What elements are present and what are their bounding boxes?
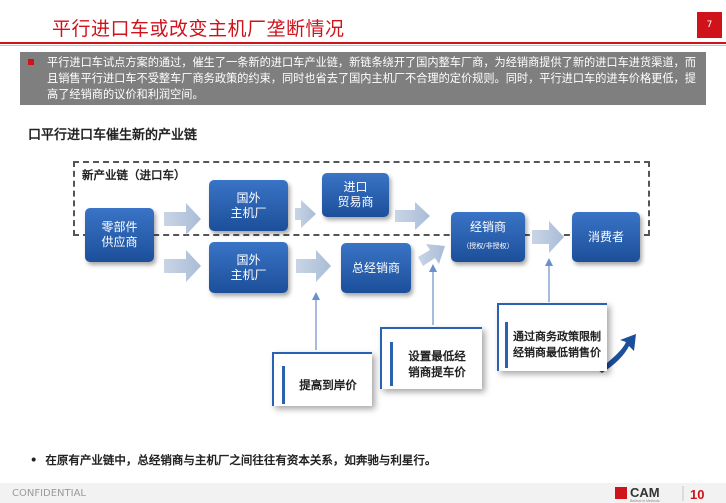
node-supplier-label: 零部件 供应商 xyxy=(101,220,138,249)
annotation-min-price-label: 设置最低经 销商提车价 xyxy=(408,349,466,379)
node-general-dealer: 总经销商 xyxy=(341,243,411,293)
logo-badge: 10 xyxy=(690,487,704,502)
node-supplier: 零部件 供应商 xyxy=(85,208,154,262)
node-dealer-sublabel: （授权/非授权） xyxy=(462,242,514,250)
square-bullet-icon xyxy=(28,59,34,65)
new-chain-label: 新产业链（进口车） xyxy=(82,168,186,182)
arrow-shape xyxy=(164,250,201,282)
arrow-shape xyxy=(312,292,320,300)
node-general-dealer-label: 总经销商 xyxy=(351,260,400,275)
node-foreign-oem-top-label: 国外 主机厂 xyxy=(230,190,267,220)
arrow-shape xyxy=(296,250,331,282)
arrow-shape xyxy=(395,202,430,230)
footnote: • 在原有产业链中，总经销商与主机厂之间往往有资本关系，如奔驰与利星行。 xyxy=(30,452,436,468)
summary-text: 平行进口车试点方案的通过，催生了一条新的进口车产业链，新链条绕开了国内整车厂商，… xyxy=(47,56,696,101)
confidential-label: CONFIDENTIAL xyxy=(12,488,87,499)
node-foreign-oem-top: 国外 主机厂 xyxy=(209,180,288,231)
annotation-port-price: 提高到岸价 xyxy=(282,366,371,404)
arrow-shape xyxy=(532,221,564,253)
annotation-min-sale-price-label: 通过商务政策限制 经销商最低销售价 xyxy=(513,330,601,359)
section-title: 口平行进口车催生新的产业链 xyxy=(28,128,198,143)
node-importer-label: 进口 贸易商 xyxy=(337,180,374,209)
page-number: 7 xyxy=(697,12,722,38)
node-foreign-oem-bottom-label: 国外 主机厂 xyxy=(230,252,267,282)
arrow-shape xyxy=(295,200,316,228)
flow-arrows xyxy=(164,200,636,373)
node-consumer-label: 消费者 xyxy=(587,229,624,244)
logo-tagline: Believe in Methods xyxy=(630,499,660,503)
footnote-bullet: • xyxy=(30,453,46,467)
title-divider-light xyxy=(0,45,726,46)
node-dealer-label: 经销商 xyxy=(469,220,506,234)
node-foreign-oem-bottom: 国外 主机厂 xyxy=(209,242,288,293)
node-dealer: 经销商 （授权/非授权） xyxy=(451,212,525,262)
annotation-min-price: 设置最低经 销商提车价 xyxy=(390,342,481,386)
arrow-shape xyxy=(545,258,553,266)
annotation-min-sale-price: 通过商务政策限制 经销商最低销售价 xyxy=(505,322,606,368)
arrow-shape xyxy=(429,264,437,272)
title-divider xyxy=(0,42,726,44)
footer: CONFIDENTIAL xyxy=(0,483,726,503)
arrow-shape xyxy=(164,203,201,235)
new-chain-frame xyxy=(73,161,650,236)
summary-box: 平行进口车试点方案的通过，催生了一条新的进口车产业链，新链条绕开了国内整车厂商，… xyxy=(20,52,706,105)
footnote-text: 在原有产业链中，总经销商与主机厂之间往往有资本关系，如奔驰与利星行。 xyxy=(45,453,437,467)
cam-logo: CAM Believe in Methods 10 xyxy=(615,485,704,503)
node-importer: 进口 贸易商 xyxy=(322,173,389,217)
rising-arrow-icon xyxy=(598,334,636,373)
node-consumer: 消费者 xyxy=(572,212,640,262)
page-title: 平行进口车或改变主机厂垄断情况 xyxy=(52,18,345,40)
logo-text: CAM xyxy=(630,485,660,500)
arrow-shape xyxy=(418,244,445,266)
annotation-port-price-label: 提高到岸价 xyxy=(299,378,357,392)
